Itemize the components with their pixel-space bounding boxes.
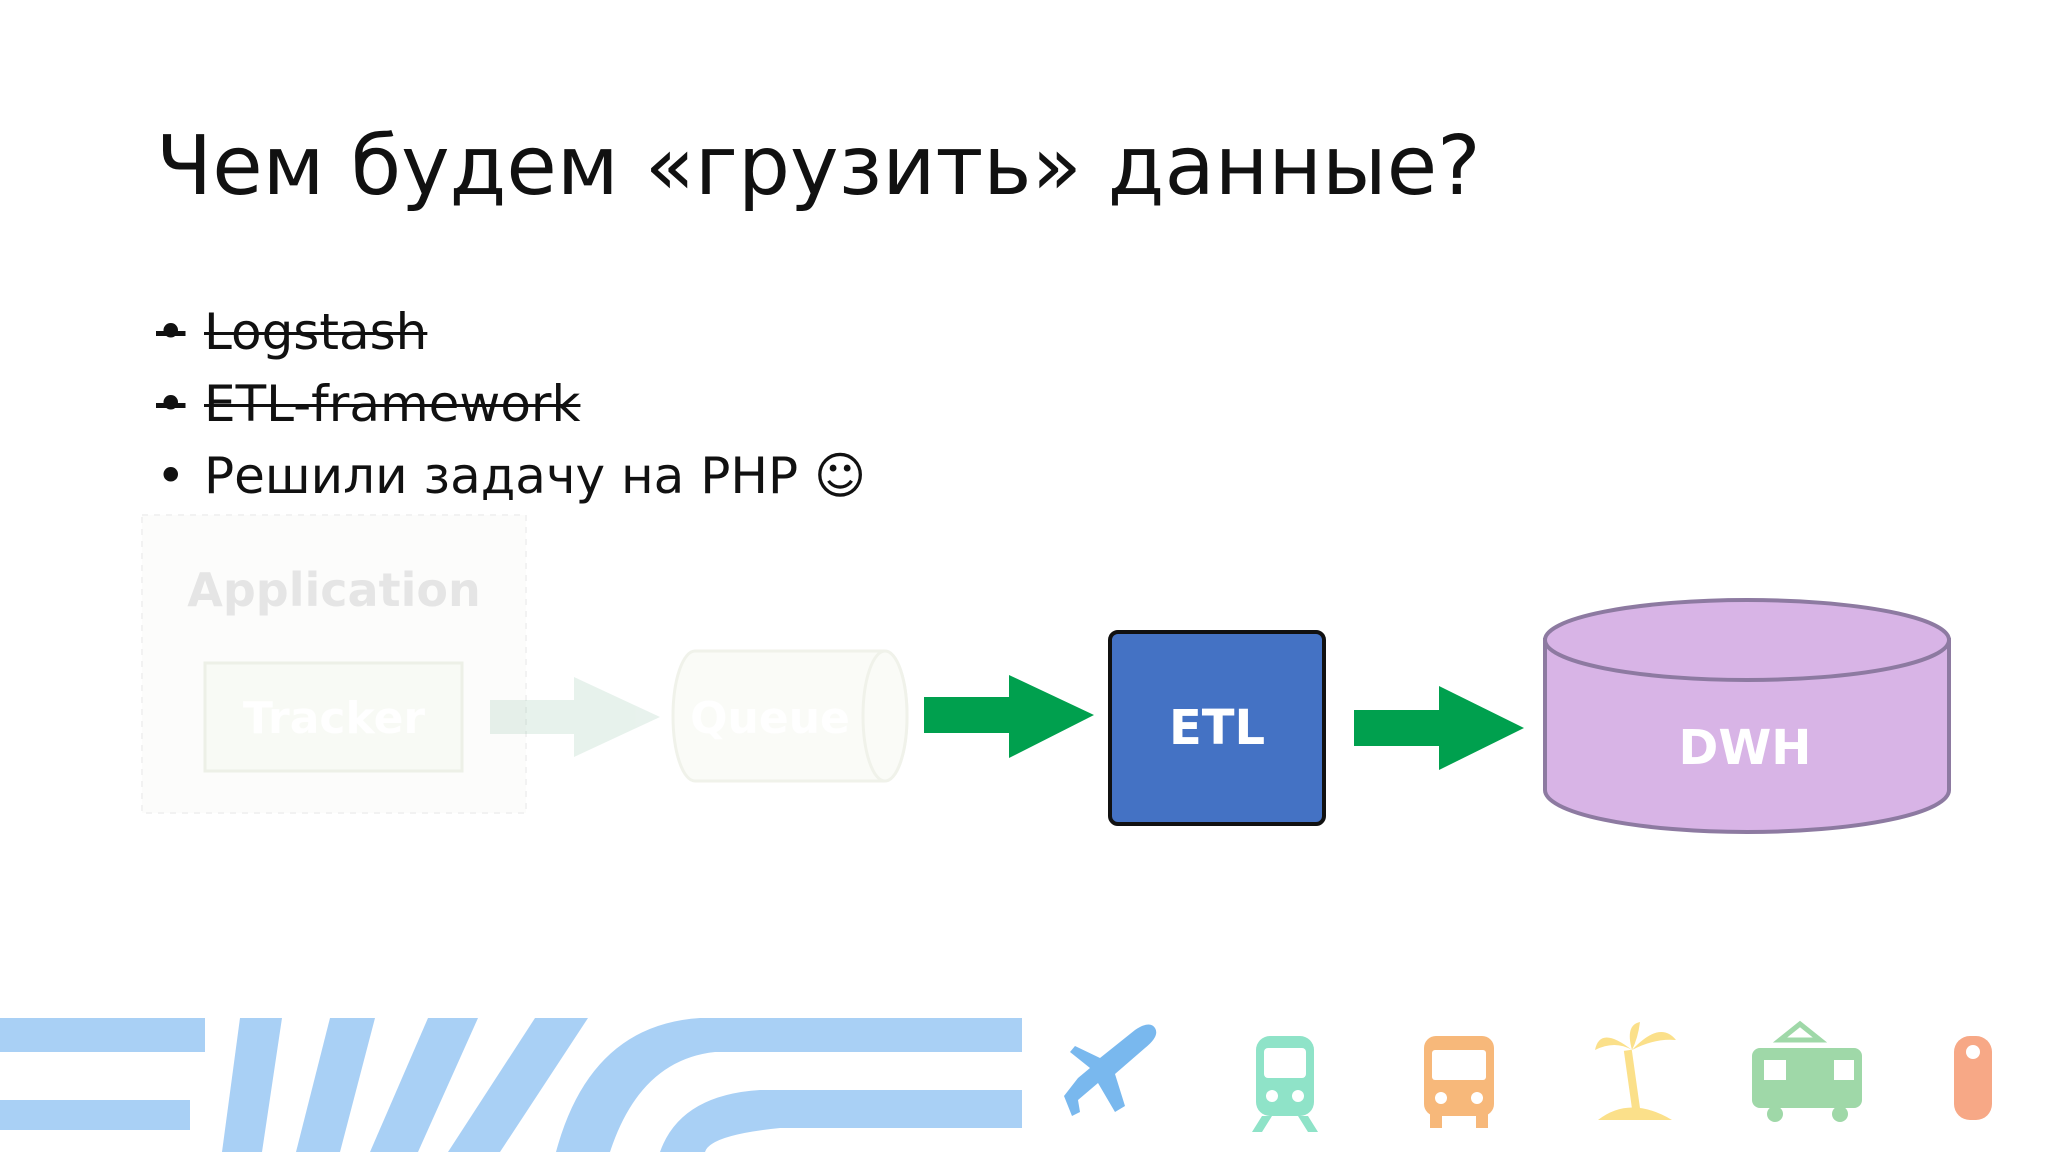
tracker-box xyxy=(203,661,464,773)
bus-icon xyxy=(1424,1036,1494,1128)
application-label: Application xyxy=(187,563,480,617)
application-group: Application Tracker xyxy=(141,514,527,814)
queue-group: Queue xyxy=(671,649,909,783)
bullet-marker: • xyxy=(156,303,186,361)
bullet-item-php: • Решили задачу на PHP ☺ xyxy=(156,440,866,512)
etl-box xyxy=(1108,630,1326,826)
bullet-item-etl-framework: • ETL-framework xyxy=(156,368,866,440)
bullet-list: • Logstash • ETL-framework • Решили зада… xyxy=(156,296,866,512)
bullet-text: Решили задачу на PHP ☺ xyxy=(204,447,867,505)
palm-island-icon xyxy=(1595,1022,1676,1120)
door-hanger-icon xyxy=(1954,1036,1992,1120)
airplane-icon xyxy=(1064,1024,1157,1116)
queue-cylinder xyxy=(671,649,909,783)
bullet-text: ETL-framework xyxy=(204,375,581,433)
dwh-node: DWH xyxy=(1543,598,1951,834)
bullet-text: Logstash xyxy=(204,303,428,361)
etl-node: ETL xyxy=(1108,630,1326,826)
bullet-marker: • xyxy=(156,447,186,505)
arrow-etl-to-dwh xyxy=(1354,686,1524,770)
footer-stripes xyxy=(0,1018,1022,1152)
tram-icon xyxy=(1752,1020,1862,1122)
queue-label: Queue xyxy=(690,693,850,744)
etl-label: ETL xyxy=(1169,700,1265,756)
dwh-cylinder-top xyxy=(1543,598,1951,682)
slide-title: Чем будем «грузить» данные? xyxy=(156,119,1481,214)
dwh-label: DWH xyxy=(1679,720,1812,776)
dwh-cylinder-body xyxy=(1543,638,1951,834)
train-icon xyxy=(1252,1036,1318,1132)
bullet-item-logstash: • Logstash xyxy=(156,296,866,368)
arrow-queue-to-etl xyxy=(924,675,1094,758)
faded-arrow xyxy=(490,677,660,757)
application-box xyxy=(141,514,527,814)
tracker-label: Tracker xyxy=(243,693,426,744)
bullet-marker: • xyxy=(156,375,186,433)
